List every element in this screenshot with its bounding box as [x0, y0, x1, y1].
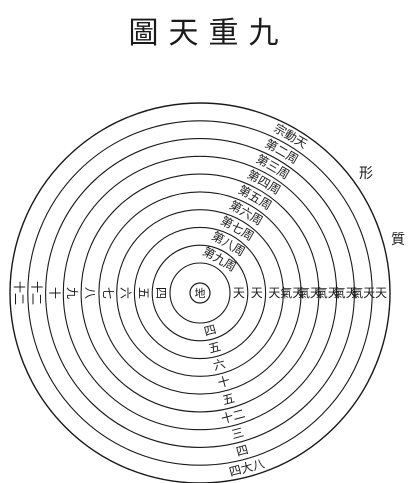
ring-9-left-label: 四 — [154, 287, 168, 299]
ring-5-right-label: 氣天 — [298, 286, 322, 300]
side-label-zhi: 質 — [391, 232, 405, 248]
ring-9-right-label: 天 — [233, 286, 245, 300]
ring-boundary-3 — [45, 138, 355, 448]
ring-boundary-10 — [169, 262, 231, 324]
ring-8-bottom-label: 五 — [207, 339, 222, 356]
ring-9-bottom-label: 四 — [202, 322, 217, 339]
ring-1-bottom-label: 四大八 — [228, 456, 266, 479]
ring-7-left-label: 六 — [119, 287, 133, 299]
ring-3-left-label: 十 — [47, 287, 61, 299]
ring-boundary-4 — [62, 155, 338, 431]
ring-2-bottom-label: 四 — [235, 442, 250, 459]
ring-1-right-label: 天 — [375, 286, 387, 300]
ring-boundary-9 — [151, 244, 249, 342]
ring-6-left-label: 七 — [101, 287, 115, 299]
diagram-title: 圖天重九 — [128, 16, 289, 51]
ring-4-left-label: 九 — [65, 287, 79, 299]
ring-5-left-label: 八 — [83, 287, 97, 299]
ring-boundary-2 — [27, 120, 373, 466]
ring-4-bottom-label: 十二 — [220, 407, 247, 427]
ring-boundary-8 — [133, 226, 267, 360]
ring-8-left-label: 五 — [136, 287, 150, 299]
ring-7-bottom-label: 六 — [212, 357, 227, 374]
ring-boundary-6 — [98, 191, 302, 395]
ring-boundary-7 — [116, 209, 284, 377]
ring-boundary-1 — [9, 102, 391, 483]
ring-2-right-label: 氣天 — [351, 286, 375, 300]
earth-label: 地 — [195, 287, 206, 300]
ring-3-bottom-label: 三 — [230, 425, 245, 442]
ring-3-right-label: 氣天 — [334, 286, 358, 300]
ring-7-right-label: 天 — [268, 286, 280, 300]
ring-labels: 宗動天天四大八十二第二周氣天四十二第三周氣天三十第四周氣天十二九第五周氣天五八第… — [12, 120, 387, 479]
earth-circle — [189, 282, 211, 304]
ring-4-right-label: 氣天 — [316, 286, 340, 300]
ring-6-right-label: 氣天 — [280, 286, 304, 300]
concentric-rings — [9, 102, 391, 483]
side-label-xing: 形 — [359, 166, 373, 182]
ring-1-left-label: 十二 — [12, 281, 26, 305]
ring-6-bottom-label: 十 — [216, 374, 231, 391]
ring-boundary-5 — [80, 173, 320, 413]
ring-2-left-label: 十二 — [30, 281, 44, 305]
ring-8-right-label: 天 — [251, 286, 263, 300]
ring-5-bottom-label: 五 — [221, 391, 236, 408]
